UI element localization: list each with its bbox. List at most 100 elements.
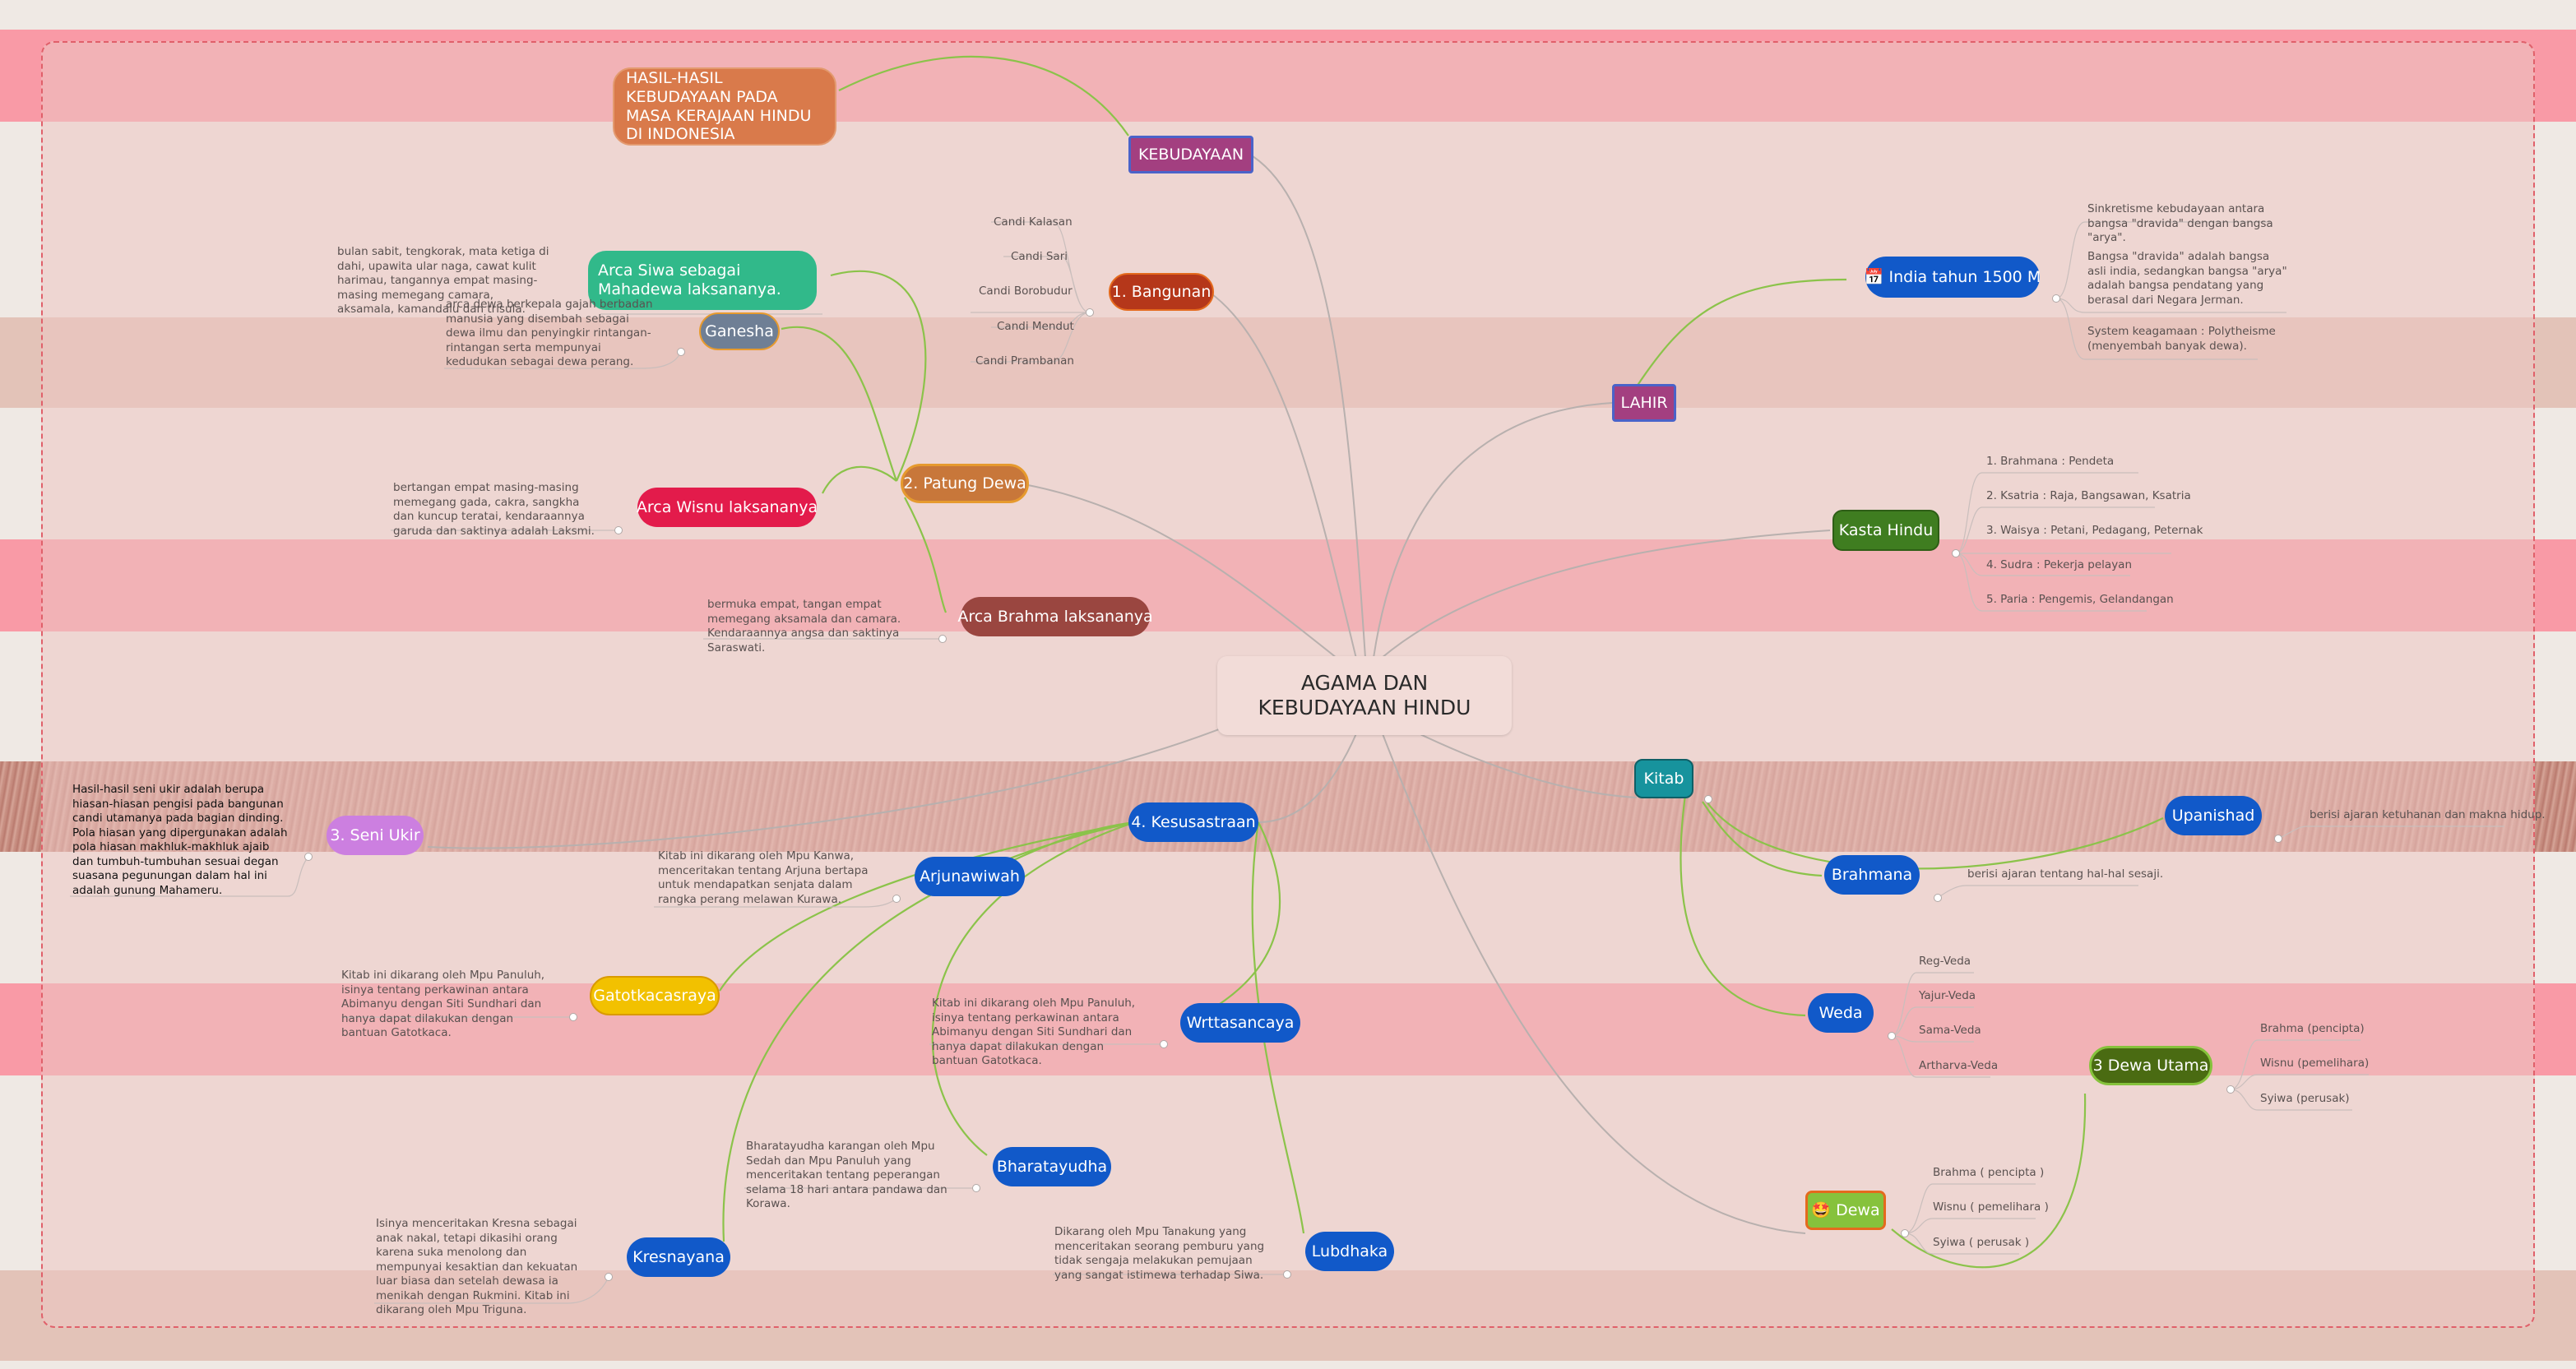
topic-lahir[interactable]: LAHIR [1612,384,1676,422]
topic-weda[interactable]: Weda [1808,993,1874,1033]
collapse-dot-tigadewa[interactable] [2226,1085,2235,1094]
leaf-kasta-sudra: 4. Sudra : Pekerja pelayan [1986,558,2133,571]
leaf-kresnayana-desc: Isinya menceritakan Kresna sebagai anak … [376,1217,578,1317]
topic-brahmana[interactable]: Brahmana [1824,855,1920,895]
topic-india-label: 📅 India tahun 1500 M [1864,267,2041,286]
collapse-dot-lubdhaka[interactable] [1283,1270,1291,1279]
topic-gatotkacasraya[interactable]: Gatotkacasraya [590,976,720,1015]
topic-patung-dewa[interactable]: 2. Patung Dewa [901,464,1029,503]
topic-arca-wisnu[interactable]: Arca Wisnu laksananya [636,488,818,527]
collapse-dot-wrtta[interactable] [1160,1040,1168,1048]
topic-upanishad[interactable]: Upanishad [2165,796,2262,835]
line-kitab-brahmana [1702,801,1823,877]
topic-wrttasancaya[interactable]: Wrttasancaya [1180,1003,1300,1043]
topic-ganesha[interactable]: Ganesha [699,312,780,350]
line-root-patung [1027,484,1350,668]
collapse-dot-india[interactable] [2052,294,2060,303]
topic-brahmana-label: Brahmana [1831,865,1913,884]
line-root-dewa [1381,731,1806,1234]
line-root-seniukir [427,723,1235,849]
collapse-dot-upanishad[interactable] [2274,835,2282,843]
leaf-bharatayudha-desc: Bharatayudha karangan oleh Mpu Sedah dan… [746,1140,947,1211]
collapse-dot-kitab[interactable] [1704,795,1712,803]
leaf-dewa-brahma: Brahma ( pencipta ) [1933,1166,2045,1179]
topic-arca-brahma[interactable]: Arca Brahma laksananya [957,597,1153,636]
topic-lahir-label: LAHIR [1620,393,1668,412]
leaf-india-system: System keagamaan : Polytheisme (menyemba… [2087,325,2276,353]
line-patung-brahma [904,497,947,613]
line-patung-wisnu [822,465,897,494]
line-lahir-india [1636,278,1847,387]
topic-kebudayaan[interactable]: KEBUDAYAAN [1128,136,1253,173]
collapse-dot-bangunan[interactable] [1086,308,1094,317]
leaf-weda-yajur: Yajur-Veda [1919,989,1976,1002]
line-root-lahir [1373,402,1613,659]
leaf-dewa-wisnu: Wisnu ( pemelihara ) [1933,1200,2049,1214]
line-root-kitab [1397,723,1638,798]
leaf-candi-mendut: Candi Mendut [997,320,1074,333]
topic-gatotkacasraya-label: Gatotkacasraya [593,986,716,1005]
topic-bharatayudha[interactable]: Bharatayudha [993,1147,1111,1186]
topic-kesusastraan[interactable]: 4. Kesusastraan [1128,802,1258,842]
leaf-seni-ukir-desc: Hasil-hasil seni ukir adalah berupa hias… [72,783,288,897]
collapse-dot-ganesha[interactable] [677,348,685,356]
leaf-gatotkacasraya-desc: Kitab ini dikarang oleh Mpu Panuluh, isi… [341,969,545,1040]
topic-weda-label: Weda [1818,1003,1863,1022]
leaf-wrttasancaya-desc: Kitab ini dikarang oleh Mpu Panuluh, isi… [932,997,1136,1068]
topic-kitab[interactable]: Kitab [1634,759,1693,798]
topic-tiga-dewa-utama[interactable]: 3 Dewa Utama [2089,1046,2212,1085]
leaf-india-dravida: Bangsa "dravida" adalah bangsa asli indi… [2087,250,2287,307]
collapse-dot-brahmana[interactable] [1934,894,1942,902]
line-kes-gatot [719,821,1136,992]
collapse-dot-gatot[interactable] [569,1013,577,1021]
leaf-weda-artharva: Artharva-Veda [1919,1059,1999,1072]
leaf-line-kasta [1955,472,2171,612]
root-topic[interactable]: AGAMA DAN KEBUDAYAAN HINDU [1217,656,1512,735]
topic-upanishad-label: Upanishad [2171,806,2255,825]
line-kes-bharata [931,821,1136,1156]
line-kes-wrtta [1184,821,1281,1024]
topic-arca-siwa[interactable]: Arca Siwa sebagai Mahadewa laksananya. [588,251,817,310]
leaf-kasta-brahmana: 1. Brahmana : Pendeta [1986,455,2115,468]
topic-arca-wisnu-label: Arca Wisnu laksananya [636,497,818,516]
collapse-dot-arjunawiwah[interactable] [892,895,901,903]
leaf-line-upanishad [2277,826,2504,839]
collapse-dot-weda[interactable] [1888,1032,1896,1040]
line-kes-lubdhaka [1251,821,1305,1234]
topic-bharatayudha-label: Bharatayudha [996,1157,1108,1176]
root-topic-label: AGAMA DAN KEBUDAYAAN HINDU [1258,671,1471,719]
topic-kresnayana[interactable]: Kresnayana [627,1237,730,1277]
leaf-line-brahmana [1937,885,2138,899]
topic-india[interactable]: 📅 India tahun 1500 M [1864,257,2041,298]
collapse-dot-wisnu[interactable] [614,526,623,534]
line-root-kesusastraan [1258,731,1358,823]
collapse-dot-seni-ukir[interactable] [304,853,313,861]
topic-seni-ukir[interactable]: 3. Seni Ukir [327,816,424,855]
topic-arjunawiwah[interactable]: Arjunawiwah [915,857,1025,896]
leaf-tigadewa-brahma: Brahma (pencipta) [2260,1022,2365,1035]
collapse-dot-kresna[interactable] [605,1273,613,1281]
leaf-weda-reg: Reg-Veda [1919,955,1971,968]
collapse-dot-bharata[interactable] [972,1184,980,1192]
topic-bangunan[interactable]: 1. Bangunan [1109,273,1214,311]
topic-kresnayana-label: Kresnayana [632,1247,725,1266]
collapse-dot-dewa[interactable] [1901,1229,1909,1237]
collapse-dot-brahma[interactable] [938,635,947,643]
topic-lubdhaka[interactable]: Lubdhaka [1305,1232,1394,1271]
collapse-dot-kasta[interactable] [1952,549,1960,557]
topic-dewa[interactable]: 🤩 Dewa [1805,1191,1886,1230]
topic-kasta-hindu[interactable]: Kasta Hindu [1832,510,1939,551]
leaf-kasta-waisya: 3. Waisya : Petani, Pedagang, Peternak [1986,524,2203,537]
topic-hasil-kebudayaan[interactable]: HASIL-HASIL KEBUDAYAAN PADA MASA KERAJAA… [613,67,836,146]
leaf-candi-sari: Candi Sari [1011,250,1068,263]
line-kitab-upanishad [1706,801,2164,870]
leaf-brahmana-desc: berisi ajaran tentang hal-hal sesaji. [1967,867,2164,881]
topic-bangunan-label: 1. Bangunan [1111,282,1212,301]
leaf-line-ganesha [444,351,682,369]
leaf-tigadewa-wisnu: Wisnu (pemelihara) [2260,1057,2370,1070]
topic-dewa-label: 🤩 Dewa [1811,1200,1880,1219]
leaf-upanishad-desc: berisi ajaran ketuhanan dan makna hidup. [2310,808,2546,821]
topic-kesusastraan-label: 4. Kesusastraan [1131,812,1256,831]
line-kasta-root [1381,530,1831,659]
